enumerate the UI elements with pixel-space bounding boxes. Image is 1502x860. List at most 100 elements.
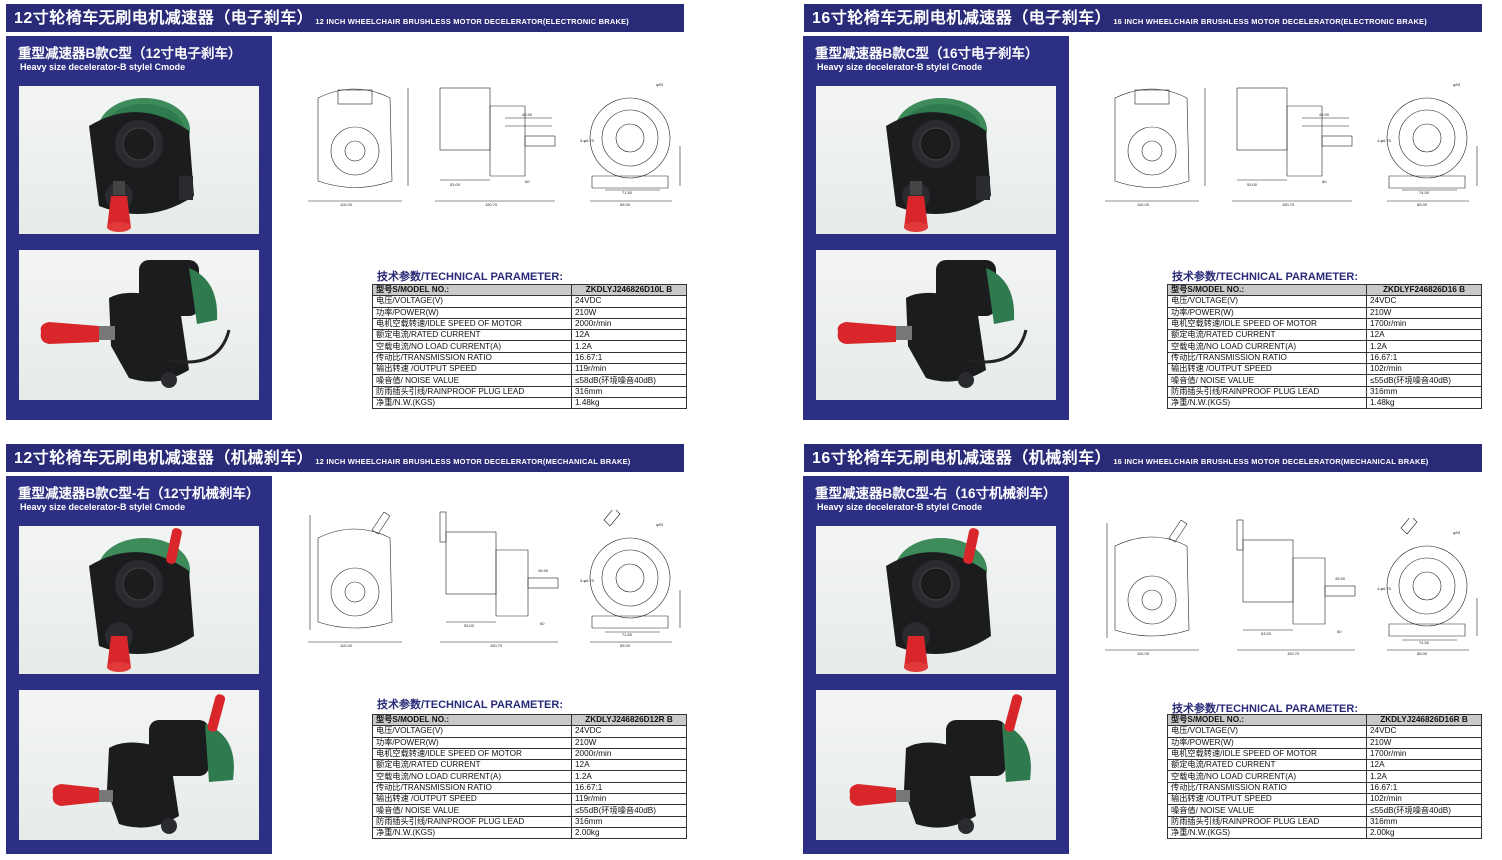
dim-label: 110.00 — [340, 643, 353, 648]
table-row: 电压/VOLTAGE(V)24VDC — [1167, 725, 1482, 738]
spec-table: 型号S/MODEL NO.:ZKDLYJ246826D10L B 电压/VOLT… — [372, 283, 687, 410]
panel-title: 重型减速器B款C型-右（16寸机械刹车） — [815, 486, 1057, 501]
section-title-en: 12 INCH WHEELCHAIR BRUSHLESS MOTOR DECEL… — [315, 17, 629, 26]
gear-motor-mechanical-side-icon — [849, 694, 1031, 834]
section-title-en: 12 INCH WHEELCHAIR BRUSHLESS MOTOR DECEL… — [315, 457, 631, 466]
gear-motor-mechanical-side-icon — [52, 694, 234, 834]
table-row: 空载电流/NO LOAD CURRENT(A)1.2A — [372, 770, 687, 783]
table-row: 噪音值/ NOISE VALUE≤58dB(环境噪音40dB) — [372, 374, 687, 387]
technical-drawings: 110.00 53.00 150.70 65.00 71.50 60 45.90… — [300, 507, 690, 650]
table-row: 电压/VOLTAGE(V)24VDC — [372, 295, 687, 308]
dim-label: 110.00 — [1137, 651, 1150, 656]
dim-label: 110.00 — [1137, 202, 1150, 207]
product-photo-top — [19, 526, 259, 674]
section-16-mechanical: 16寸轮椅车无刷电机减速器（机械刹车） 16 INCH WHEELCHAIR B… — [797, 430, 1502, 860]
section-header: 12寸轮椅车无刷电机减速器（机械刹车） 12 INCH WHEELCHAIR B… — [6, 444, 684, 472]
product-photo-panel: 重型减速器B款C型-右（12寸机械刹车） Heavy size decelera… — [6, 476, 272, 854]
technical-drawings: 110.00 53.00 150.70 65.00 74.50 60 45.90… — [1097, 515, 1487, 658]
section-header: 16寸轮椅车无刷电机减速器（机械刹车） 16 INCH WHEELCHAIR B… — [804, 444, 1482, 472]
dim-label: 74.50 — [1419, 640, 1430, 645]
technical-drawings: 110.00 53.00 150.70 65.00 71.50 60 45.90… — [300, 76, 690, 212]
table-row: 型号S/MODEL NO.:ZKDLYJ246826D10L B — [372, 283, 687, 297]
dimension-drawing-icon: 110.00 53.00 150.70 65.00 71.50 60 45.90… — [308, 507, 681, 648]
product-photo-top — [19, 86, 259, 234]
dim-label: 60 — [1322, 179, 1327, 184]
spec-table: 型号S/MODEL NO.:ZKDLYJ246826D16R B 电压/VOLT… — [1167, 713, 1482, 840]
dim-label: 45.90 — [538, 568, 549, 573]
gear-motor-electronic-side-icon — [40, 260, 231, 388]
table-row: 型号S/MODEL NO.:ZKDLYJ246826D16R B — [1167, 713, 1482, 727]
table-row: 净重/N.W.(KGS)1.48kg — [1167, 396, 1482, 410]
table-row: 功率/POWER(W)210W — [372, 736, 687, 749]
dim-label: 53.00 — [450, 182, 461, 187]
table-row: 噪音值/ NOISE VALUE≤55dB(环境噪音40dB) — [1167, 374, 1482, 387]
section-title-zh: 12寸轮椅车无刷电机减速器（机械刹车） — [14, 450, 314, 467]
dim-label: 65.00 — [1417, 202, 1428, 207]
section-16-electronic: 16寸轮椅车无刷电机减速器（电子刹车） 16 INCH WHEELCHAIR B… — [797, 0, 1502, 430]
section-header: 12寸轮椅车无刷电机减速器（电子刹车） 12 INCH WHEELCHAIR B… — [6, 4, 684, 32]
dim-label: φ93 — [656, 522, 664, 527]
dim-label: 150.70 — [485, 202, 498, 207]
dim-label: 60 — [525, 179, 530, 184]
section-title-en: 16 INCH WHEELCHAIR BRUSHLESS MOTOR DECEL… — [1113, 17, 1427, 26]
section-title-en: 16 INCH WHEELCHAIR BRUSHLESS MOTOR DECEL… — [1113, 457, 1429, 466]
dim-label: 53.00 — [464, 623, 475, 628]
panel-title: 重型减速器B款C型（12寸电子刹车） — [18, 46, 242, 61]
section-title-zh: 12寸轮椅车无刷电机减速器（电子刹车） — [14, 10, 314, 27]
gear-motor-electronic-front-icon — [886, 98, 991, 232]
dim-label: 4-φ6.70 — [1377, 138, 1392, 143]
table-row: 净重/N.W.(KGS)2.00kg — [1167, 826, 1482, 840]
dim-label: 65.00 — [1417, 651, 1428, 656]
dim-label: 71.50 — [622, 190, 633, 195]
dimension-drawing-icon: 110.00 53.00 150.70 65.00 71.50 60 45.90… — [308, 82, 681, 207]
table-row: 功率/POWER(W)210W — [372, 306, 687, 319]
dim-label: φ93 — [1453, 82, 1461, 87]
table-row: 噪音值/ NOISE VALUE≤55dB(环境噪音40dB) — [372, 804, 687, 817]
dim-label: 150.70 — [490, 643, 503, 648]
table-row: 功率/POWER(W)210W — [1167, 736, 1482, 749]
product-photo-panel: 重型减速器B款C型（16寸电子刹车） Heavy size decelerato… — [803, 36, 1069, 420]
table-row: 电压/VOLTAGE(V)24VDC — [1167, 295, 1482, 308]
gear-motor-mechanical-front-icon — [89, 528, 194, 672]
table-row: 空载电流/NO LOAD CURRENT(A)1.2A — [372, 340, 687, 353]
product-photo-top — [816, 86, 1056, 234]
panel-title: 重型减速器B款C型（16寸电子刹车） — [815, 46, 1039, 61]
gear-motor-electronic-front-icon — [89, 98, 194, 232]
product-photo-panel: 重型减速器B款C型（12寸电子刹车） Heavy size decelerato… — [6, 36, 272, 420]
panel-subtitle: Heavy size decelerator-B stylel Cmode — [20, 502, 186, 512]
table-row: 空载电流/NO LOAD CURRENT(A)1.2A — [1167, 340, 1482, 353]
product-photo-bottom — [19, 690, 259, 840]
product-photo-bottom — [816, 250, 1056, 400]
dim-label: 60 — [1337, 629, 1342, 634]
section-12-mechanical: 12寸轮椅车无刷电机减速器（机械刹车） 12 INCH WHEELCHAIR B… — [0, 430, 751, 860]
dim-label: 110.00 — [340, 202, 353, 207]
dim-label: 4-φ6.70 — [580, 578, 595, 583]
table-row: 净重/N.W.(KGS)1.48kg — [372, 396, 687, 410]
dim-label: 45.90 — [1335, 576, 1346, 581]
dim-label: 4-φ6.70 — [1377, 586, 1392, 591]
dim-label: 60 — [540, 621, 545, 626]
table-row: 净重/N.W.(KGS)2.00kg — [372, 826, 687, 840]
product-photo-bottom — [19, 250, 259, 400]
dim-label: 45.90 — [522, 112, 533, 117]
technical-parameter-title: 技术参数/TECHNICAL PARAMETER: — [377, 699, 563, 711]
table-row: 电压/VOLTAGE(V)24VDC — [372, 725, 687, 738]
dim-label: 53.00 — [1261, 631, 1272, 636]
panel-title: 重型减速器B款C型-右（12寸机械刹车） — [18, 486, 260, 501]
section-title-zh: 16寸轮椅车无刷电机减速器（电子刹车） — [812, 10, 1112, 27]
dim-label: φ93 — [1453, 530, 1461, 535]
